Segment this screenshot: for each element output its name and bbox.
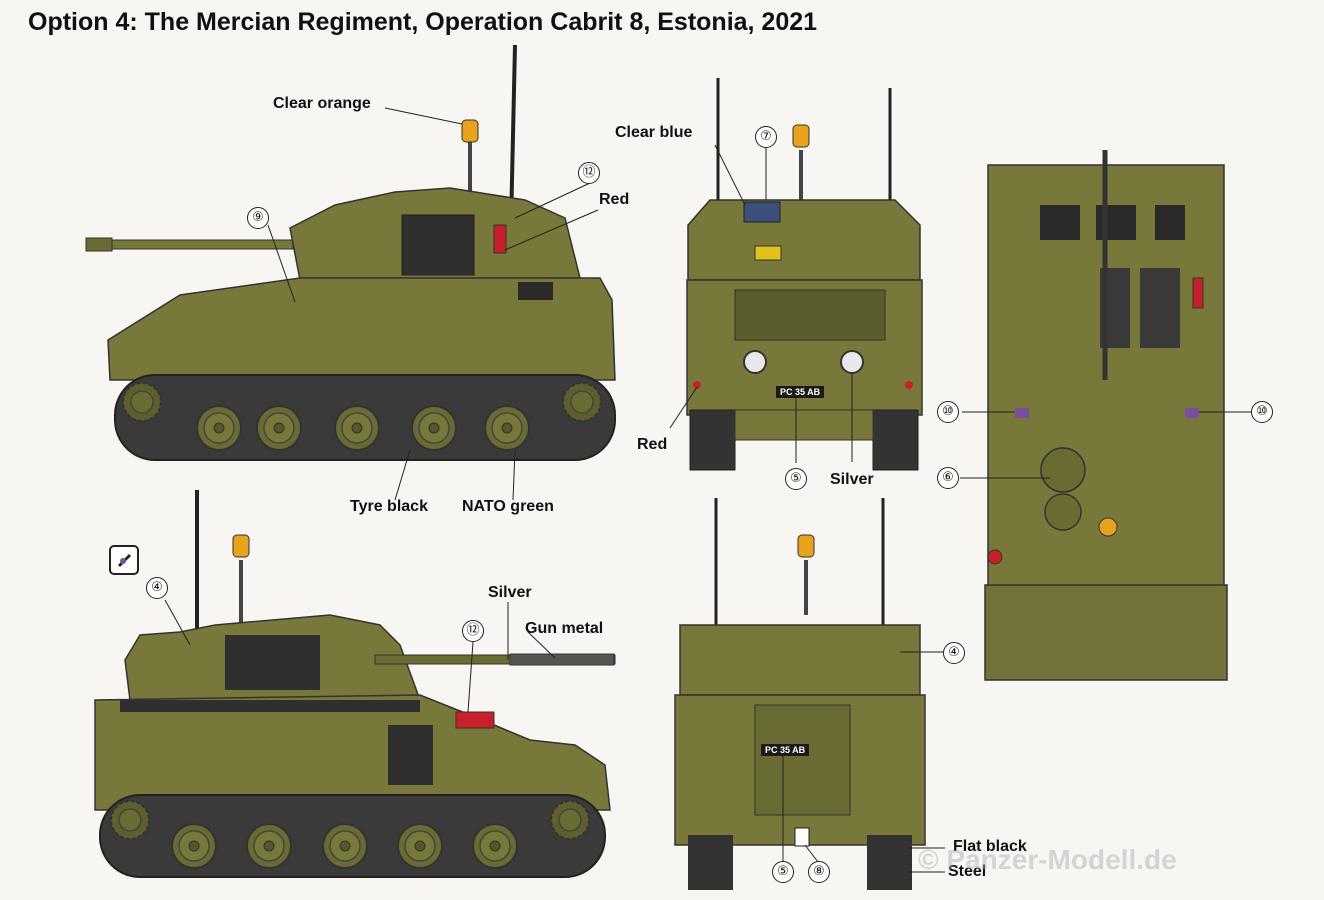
callout-5-rear: ⑤: [772, 861, 794, 883]
label-flat-black: Flat black: [953, 838, 1027, 855]
page-title: Option 4: The Mercian Regiment, Operatio…: [28, 8, 818, 36]
callout-12-side: ⑫: [462, 620, 484, 642]
rear-plate: PC 35 AB: [761, 744, 810, 756]
callout-12-top: ⑫: [578, 162, 600, 184]
top-view: [960, 150, 1252, 681]
label-tyre-black: Tyre black: [350, 498, 428, 515]
wrench-icon: [109, 545, 139, 575]
callout-4-rear: ④: [943, 642, 965, 664]
front-view: [669, 78, 923, 471]
label-silver-front: Silver: [830, 471, 874, 488]
callout-7: ⑦: [755, 126, 777, 148]
callout-4-side: ④: [146, 577, 168, 599]
callout-10-right: ⑩: [1251, 401, 1273, 423]
label-gun-metal: Gun metal: [525, 620, 604, 637]
watermark: © Panzer-Modell.de: [918, 844, 1177, 875]
callout-8: ⑧: [808, 861, 830, 883]
label-red-top: Red: [599, 191, 630, 208]
callout-10-left: ⑩: [937, 401, 959, 423]
side-view-left: [85, 44, 616, 501]
front-plate: PC 35 AB: [776, 386, 825, 398]
callout-6: ⑥: [937, 467, 959, 489]
rear-view: [674, 498, 945, 890]
callout-5-front: ⑤: [785, 468, 807, 490]
label-red-front: Red: [637, 436, 668, 453]
label-steel: Steel: [948, 863, 987, 880]
label-clear-blue: Clear blue: [615, 124, 693, 141]
label-silver-side: Silver: [488, 584, 532, 601]
label-clear-orange: Clear orange: [273, 95, 371, 112]
label-nato-green: NATO green: [462, 498, 554, 515]
side-view-right: [94, 490, 616, 878]
callout-9: ⑨: [247, 207, 269, 229]
